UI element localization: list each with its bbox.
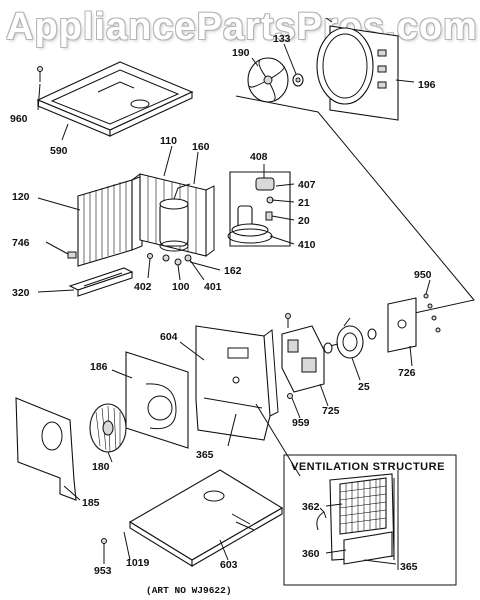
part-label-959: 959: [292, 417, 310, 429]
part-label-408: 408: [250, 151, 268, 163]
part-label-604: 604: [160, 331, 178, 343]
part-label-25: 25: [358, 381, 370, 393]
part-label-365: 365: [196, 449, 214, 461]
drain-pan: [68, 267, 134, 297]
partition-panel: [195, 325, 279, 441]
part-label-320: 320: [12, 287, 30, 299]
part-label-190: 190: [232, 47, 250, 59]
part-label-726: 726: [398, 367, 416, 379]
motor-mount-bracket: [387, 293, 441, 353]
part-label-410: 410: [298, 239, 316, 251]
guide-line: [235, 95, 475, 319]
drain-plug: [67, 251, 77, 259]
ventilation-structure-inset: [283, 454, 457, 586]
part-labels: 960 590 190 133 196 110 160 408 407 21 2…: [10, 33, 445, 596]
base-pan: [128, 469, 284, 567]
part-label-365-inset: 365: [400, 561, 418, 573]
part-label-360: 360: [302, 548, 320, 560]
part-label-362: 362: [302, 501, 320, 513]
part-label-20: 20: [298, 215, 310, 227]
part-label-110: 110: [160, 135, 177, 147]
top-cover-panel: [36, 61, 194, 137]
part-label-185: 185: [82, 497, 100, 509]
blower-housing: [125, 351, 189, 449]
part-label-590: 590: [50, 145, 68, 157]
part-label-402: 402: [134, 281, 152, 293]
blower-wheel: [89, 403, 127, 453]
part-label-180: 180: [92, 461, 110, 473]
condenser-coil: [77, 175, 143, 267]
part-label-162: 162: [224, 265, 242, 277]
side-panel: [15, 397, 77, 501]
switch-bracket: [281, 313, 325, 399]
section-title: VENTILATION STRUCTURE: [291, 461, 445, 473]
part-label-960: 960: [10, 113, 28, 125]
part-label-725: 725: [322, 405, 340, 417]
part-label-953: 953: [94, 565, 112, 577]
part-label-1019: 1019: [126, 557, 150, 569]
compressor: [147, 183, 192, 266]
fan-motor: [323, 317, 377, 359]
leader-lines: [37, 43, 431, 565]
part-label-603: 603: [220, 559, 238, 571]
part-label-21: 21: [298, 197, 310, 209]
part-label-950: 950: [414, 269, 432, 281]
part-label-196: 196: [418, 79, 436, 91]
part-label-746: 746: [12, 237, 30, 249]
part-label-401: 401: [204, 281, 222, 293]
part-label-120: 120: [12, 191, 30, 203]
part-label-100: 100: [172, 281, 190, 293]
art-number: (ART NO WJ9622): [146, 585, 232, 596]
part-label-407: 407: [298, 179, 316, 191]
part-label-186: 186: [90, 361, 108, 373]
fan-shroud: [316, 17, 399, 121]
capacitor-bracket: [227, 171, 291, 247]
part-label-160: 160: [192, 141, 210, 153]
fan-blade: [247, 57, 289, 103]
screw: [101, 538, 107, 544]
fan-clip: [292, 73, 304, 87]
part-label-133: 133: [273, 33, 291, 45]
